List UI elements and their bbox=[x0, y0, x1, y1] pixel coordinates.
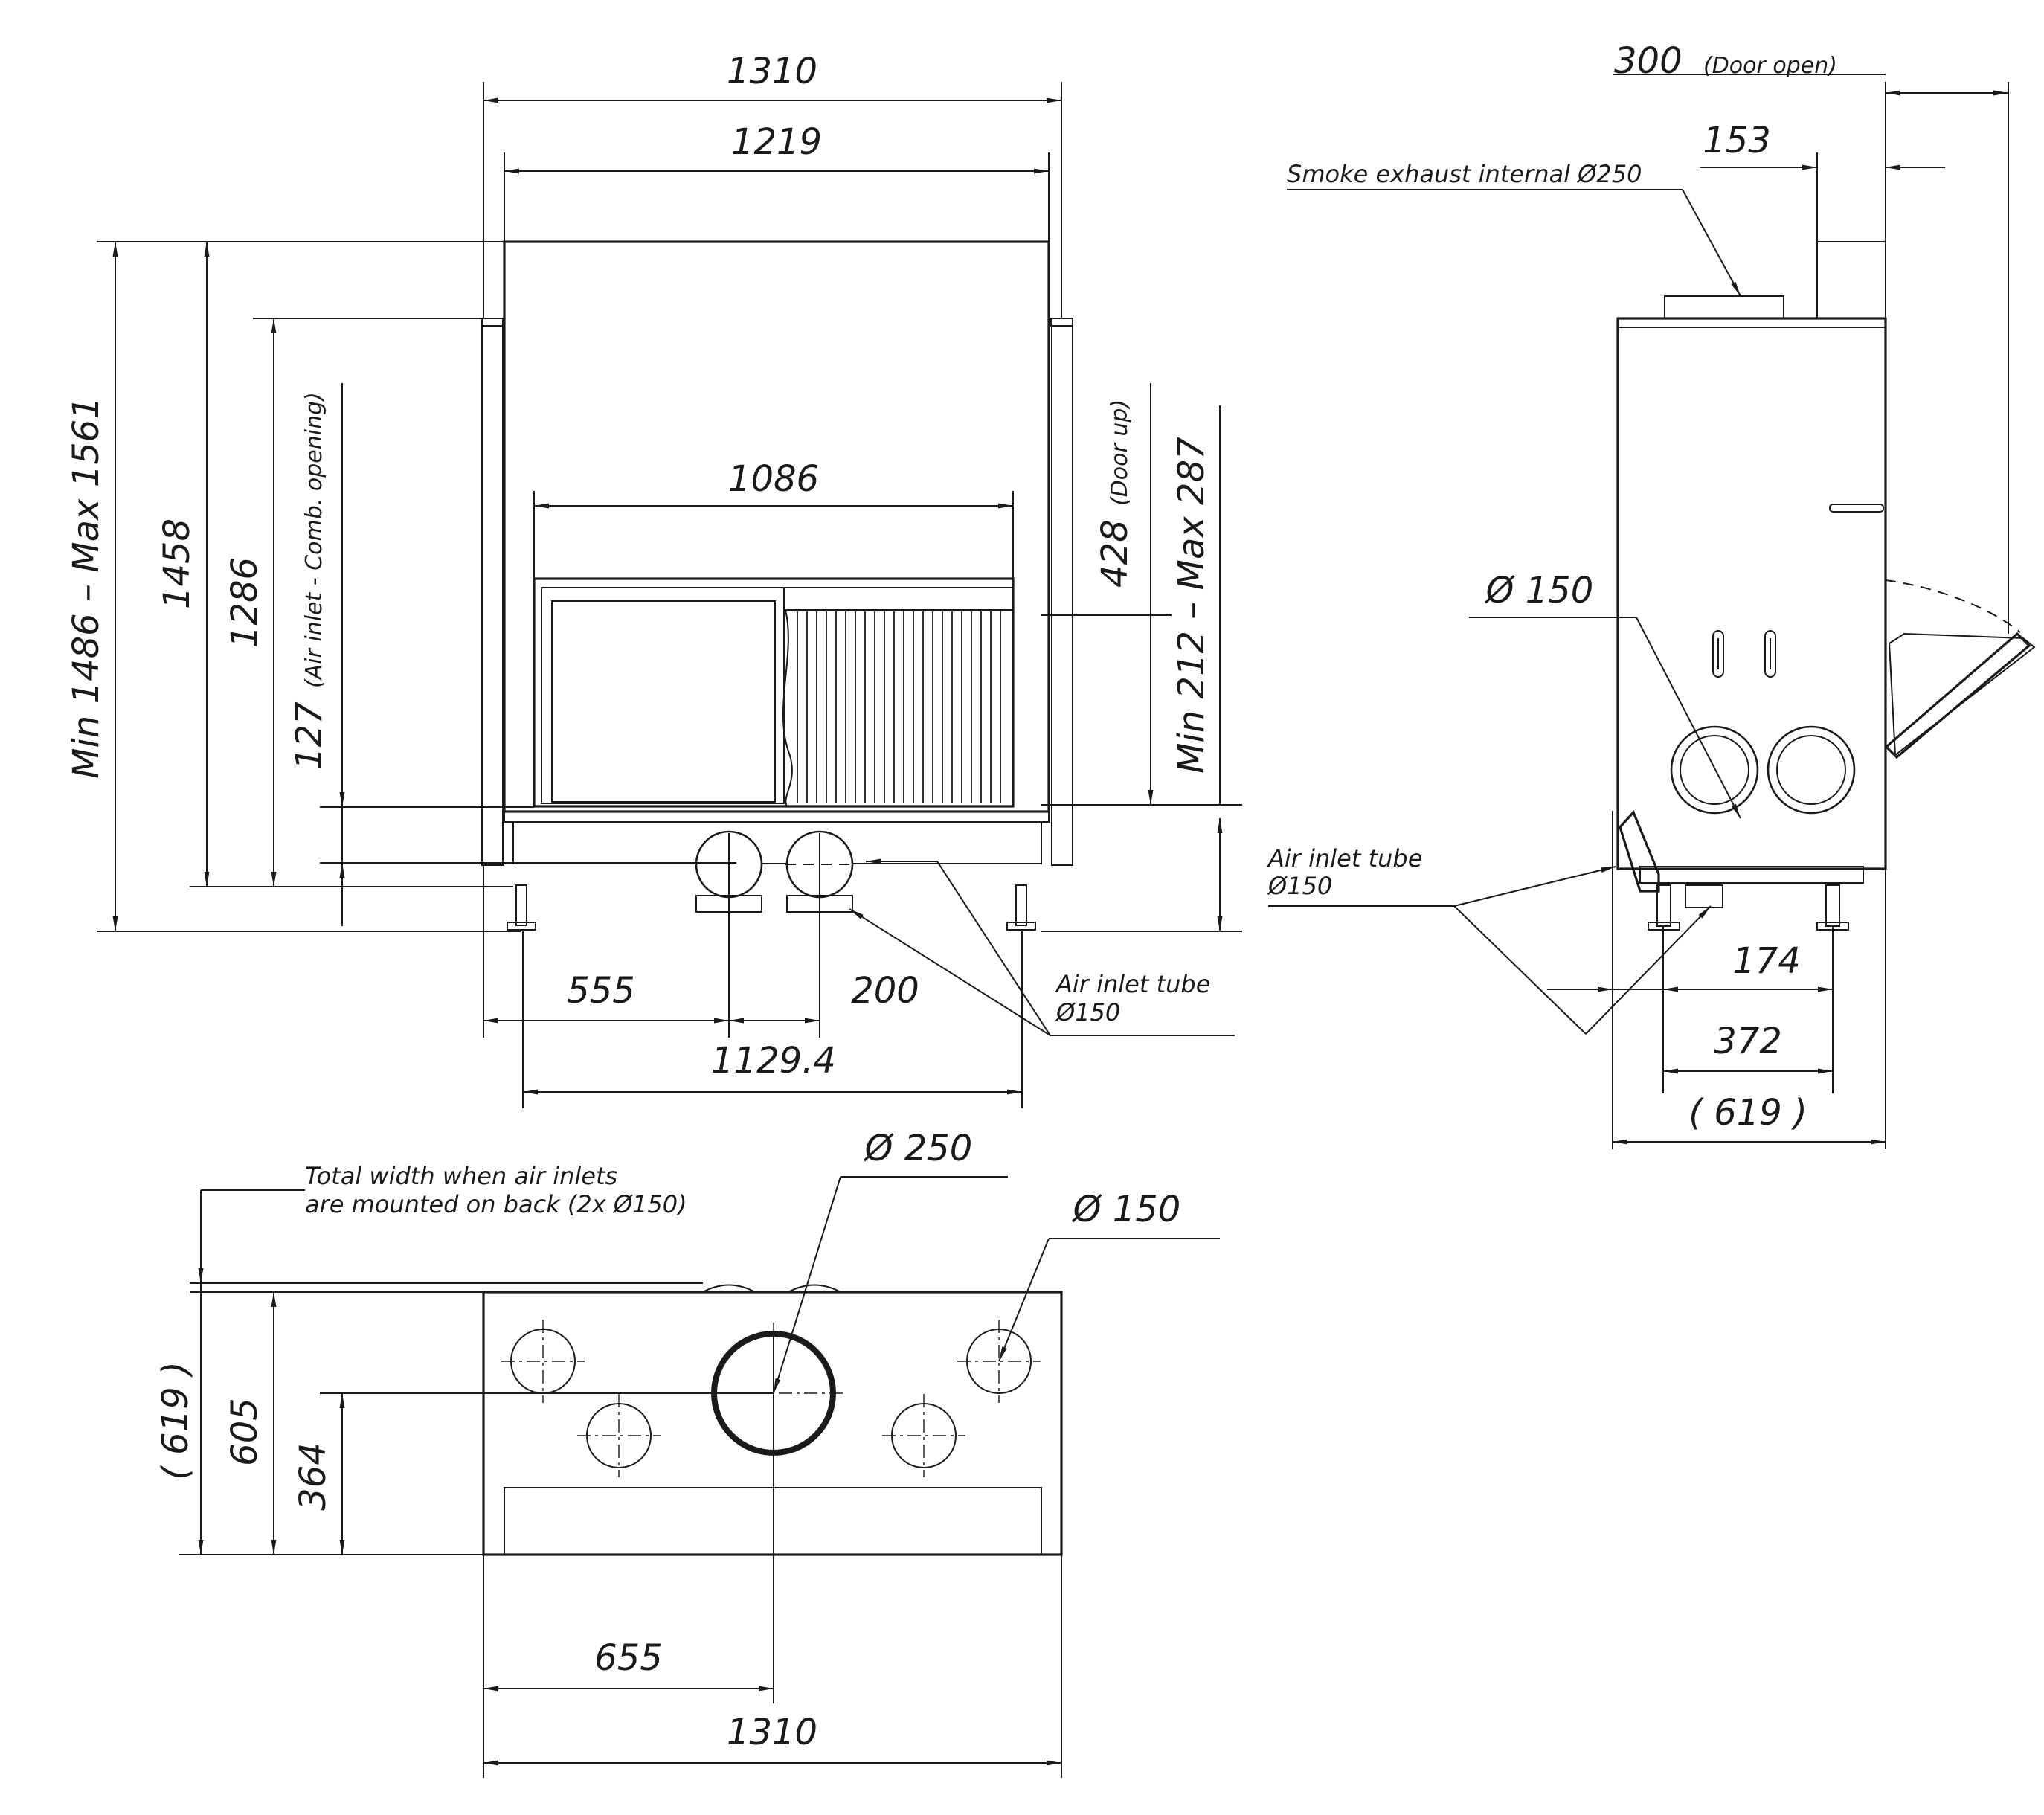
top-dia-150: Ø 150 bbox=[1072, 1189, 1181, 1230]
side-air-inlet-label: Air inlet tube bbox=[1267, 844, 1422, 873]
dim-300: 300 bbox=[1614, 40, 1683, 82]
dim-174: 174 bbox=[1732, 940, 1801, 982]
front-foot-right bbox=[1015, 884, 1027, 926]
top-dim-655: 655 bbox=[594, 1637, 663, 1679]
top-note-line2: are mounted on back (2x Ø150) bbox=[305, 1190, 687, 1218]
front-air-inlet-dia: Ø150 bbox=[1055, 998, 1120, 1027]
smoke-exhaust-label: Smoke exhaust internal Ø250 bbox=[1287, 160, 1642, 188]
front-plinth-top bbox=[504, 811, 1050, 823]
dim-127-note: (Air inlet - Comb. opening) bbox=[301, 392, 327, 688]
side-dia-150: Ø 150 bbox=[1485, 570, 1594, 611]
top-dim-605: 605 bbox=[224, 1398, 266, 1466]
door-grille bbox=[797, 611, 1001, 803]
dim-1310-front: 1310 bbox=[727, 51, 817, 92]
dim-min-max-height: Min 1486 – Max 1561 bbox=[65, 396, 107, 779]
side-base bbox=[1639, 866, 1864, 884]
side-top-flue bbox=[1816, 241, 1886, 319]
side-view: 300 (Door open) 153 Smoke exhaust intern… bbox=[1267, 40, 2036, 1149]
top-note-line1: Total width when air inlets bbox=[305, 1162, 617, 1190]
top-dia-250: Ø 250 bbox=[864, 1128, 973, 1169]
front-foot-left bbox=[515, 884, 527, 926]
front-body-outline bbox=[503, 240, 1050, 813]
dim-153: 153 bbox=[1703, 120, 1771, 161]
dim-372: 372 bbox=[1714, 1021, 1782, 1062]
front-view: 1310 1219 1086 Min 1486 – Max 1561 1458 … bbox=[65, 51, 1242, 1108]
dim-300-note: (Door open) bbox=[1703, 53, 1837, 79]
dim-428: 428 bbox=[1094, 519, 1136, 588]
top-view: Total width when air inlets are mounted … bbox=[155, 1128, 1220, 1778]
dim-min-max-base: Min 212 – Max 287 bbox=[1171, 437, 1212, 774]
dim-1286: 1286 bbox=[224, 557, 266, 648]
side-front-frame bbox=[1619, 810, 1660, 893]
side-air-inlet-dia: Ø150 bbox=[1267, 872, 1332, 900]
dim-200: 200 bbox=[851, 970, 919, 1012]
front-foot-right-pad bbox=[1006, 922, 1036, 931]
dim-1219: 1219 bbox=[731, 121, 822, 163]
dim-1129: 1129.4 bbox=[711, 1040, 836, 1082]
dim-428-note: (Door up) bbox=[1107, 399, 1133, 506]
side-air-inlet-2 bbox=[1767, 725, 1856, 815]
firebox-glass-left-inner bbox=[551, 600, 776, 803]
front-plinth bbox=[512, 821, 1042, 864]
dim-127: 127 bbox=[289, 701, 330, 770]
firebox-glass-left bbox=[541, 587, 785, 804]
front-foot-left-pad bbox=[507, 922, 536, 931]
side-dim-619: ( 619 ) bbox=[1688, 1092, 1807, 1134]
dim-1458: 1458 bbox=[156, 518, 198, 609]
dim-555: 555 bbox=[567, 970, 635, 1012]
door-break-line bbox=[782, 609, 793, 807]
front-right-frame-cap bbox=[1050, 318, 1073, 327]
side-air-inlet-1 bbox=[1670, 725, 1759, 815]
top-dim-364: 364 bbox=[292, 1442, 334, 1511]
door-top-rail bbox=[784, 587, 1014, 611]
dim-1086: 1086 bbox=[728, 458, 819, 500]
front-left-frame bbox=[481, 318, 504, 866]
smoke-exhaust-collar bbox=[1664, 295, 1784, 319]
front-right-frame bbox=[1051, 318, 1073, 866]
top-dim-1310: 1310 bbox=[727, 1712, 817, 1753]
front-air-inlet-label: Air inlet tube bbox=[1055, 970, 1210, 998]
firebox-opening bbox=[533, 577, 1015, 808]
top-dim-619: ( 619 ) bbox=[155, 1361, 196, 1480]
front-left-frame-cap bbox=[481, 318, 505, 327]
side-door-open bbox=[1888, 632, 2036, 756]
